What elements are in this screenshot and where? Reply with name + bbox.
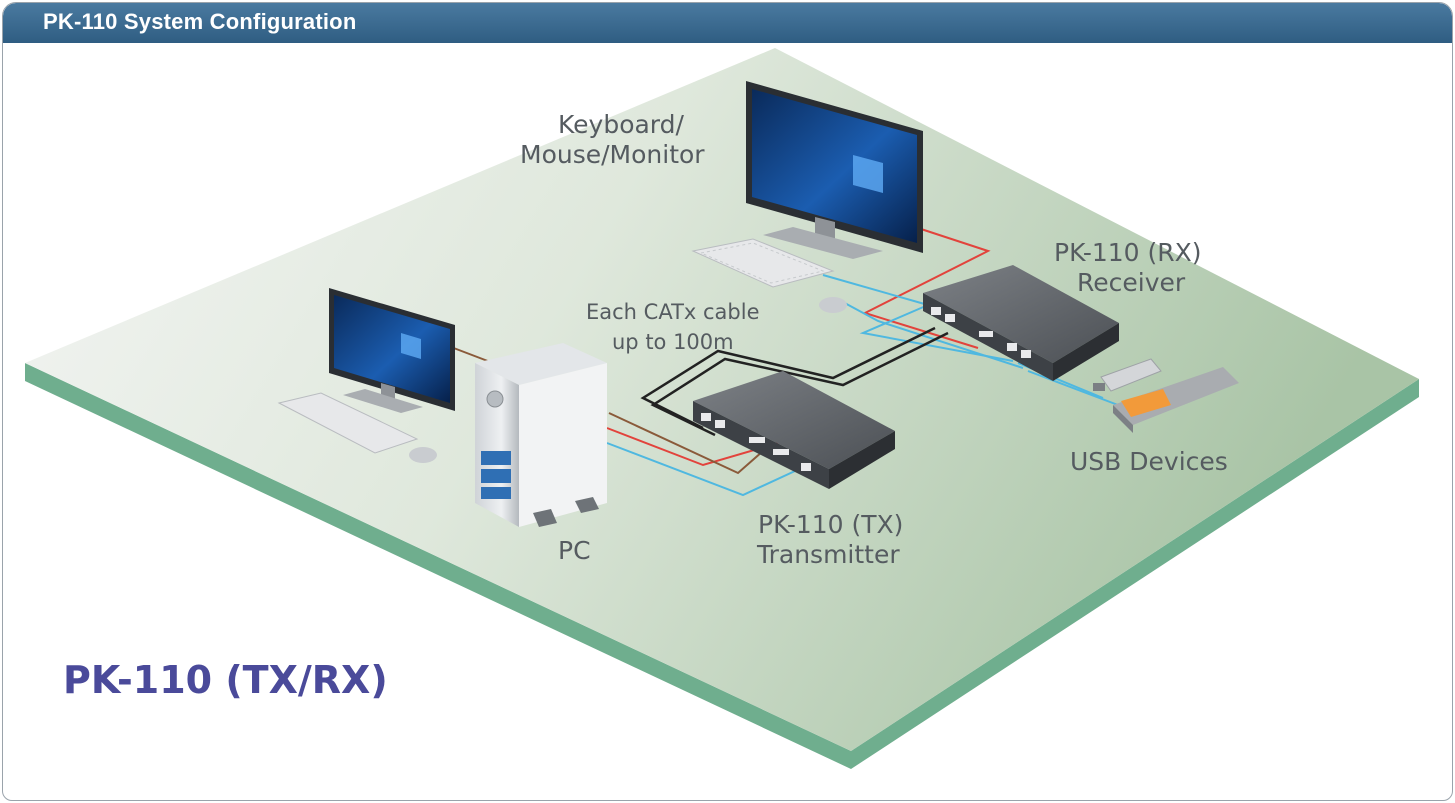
local-mouse — [409, 447, 437, 463]
windows-logo-icon — [853, 155, 883, 193]
label-rx-1: PK-110 (RX) — [1054, 238, 1202, 267]
cable-brown-monitor — [450, 346, 494, 364]
local-keyboard — [277, 392, 419, 454]
cable-blue-keyboard — [822, 274, 1014, 362]
windows-logo-icon — [401, 333, 421, 359]
label-tx-1: PK-110 (TX) — [758, 510, 903, 539]
cable-blue-pc — [606, 442, 809, 497]
local-monitor — [329, 288, 455, 413]
label-rx-2: Receiver — [1077, 268, 1186, 297]
cable-blue-mouse — [840, 300, 1024, 369]
remote-mouse — [819, 297, 847, 313]
cable-catx-2 — [650, 331, 949, 437]
label-usb-devices: USB Devices — [1070, 447, 1228, 476]
header-title: PK-110 System Configuration — [43, 9, 357, 34]
cables — [450, 228, 1119, 497]
header-bar: PK-110 System Configuration — [3, 3, 1452, 43]
label-pc: PC — [558, 536, 591, 565]
label-cable-1: Each CATx cable — [586, 300, 760, 324]
label-keyboard-mouse-monitor-2: Mouse/Monitor — [520, 140, 705, 169]
rx-receiver-device — [923, 265, 1119, 381]
model-label: PK-110 (TX/RX) — [63, 658, 388, 702]
usb-flash-drive — [1093, 358, 1162, 392]
tx-transmitter-device — [693, 371, 895, 489]
cable-brown-pc — [608, 412, 764, 475]
cable-catx-1 — [640, 326, 936, 430]
label-cable-2: up to 100m — [612, 330, 734, 354]
system-diagram: Keyboard/ Mouse/Monitor PK-110 (RX) Rece… — [25, 48, 1419, 769]
pc-tower — [475, 343, 607, 527]
remote-monitor — [746, 81, 923, 259]
label-tx-2: Transmitter — [756, 540, 900, 569]
cable-blue-usb2 — [1027, 370, 1119, 406]
usb-hard-drive — [1113, 367, 1239, 433]
label-keyboard-mouse-monitor-1: Keyboard/ — [558, 110, 685, 139]
remote-keyboard — [691, 238, 835, 288]
cable-red-monitor — [862, 228, 991, 349]
